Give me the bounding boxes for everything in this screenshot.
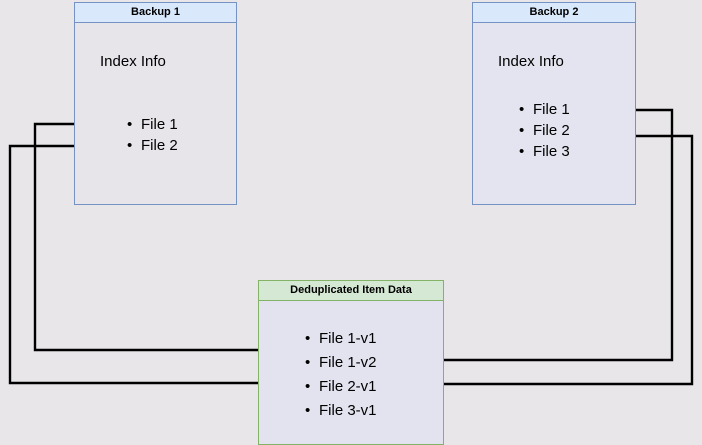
node-backup-2-index-label: Index Info	[498, 53, 564, 70]
node-backup-2-header: Backup 2	[473, 3, 635, 23]
node-backup-1-index-label: Index Info	[100, 53, 166, 70]
list-item[interactable]: File 2	[125, 135, 178, 156]
node-backup-2-file-list: File 1 File 2 File 3	[517, 99, 570, 162]
list-item[interactable]: File 3	[517, 141, 570, 162]
node-backup-1-file-list: File 1 File 2	[125, 114, 178, 156]
list-item[interactable]: File 1-v1	[303, 327, 377, 351]
list-item[interactable]: File 1-v2	[303, 351, 377, 375]
node-dedup-file-list: File 1-v1 File 1-v2 File 2-v1 File 3-v1	[303, 327, 377, 423]
node-dedup-body: File 1-v1 File 1-v2 File 2-v1 File 3-v1	[259, 301, 443, 444]
node-backup-2[interactable]: Backup 2 Index Info File 1 File 2 File 3	[472, 2, 636, 205]
node-backup-1[interactable]: Backup 1 Index Info File 1 File 2	[74, 2, 237, 205]
node-backup-1-body: Index Info File 1 File 2	[75, 23, 236, 204]
node-backup-2-body: Index Info File 1 File 2 File 3	[473, 23, 635, 204]
list-item[interactable]: File 2	[517, 120, 570, 141]
list-item[interactable]: File 1	[517, 99, 570, 120]
list-item[interactable]: File 2-v1	[303, 375, 377, 399]
node-backup-1-header: Backup 1	[75, 3, 236, 23]
list-item[interactable]: File 3-v1	[303, 399, 377, 423]
list-item[interactable]: File 1	[125, 114, 178, 135]
node-deduplicated-item-data[interactable]: Deduplicated Item Data File 1-v1 File 1-…	[258, 280, 444, 445]
node-dedup-header: Deduplicated Item Data	[259, 281, 443, 301]
